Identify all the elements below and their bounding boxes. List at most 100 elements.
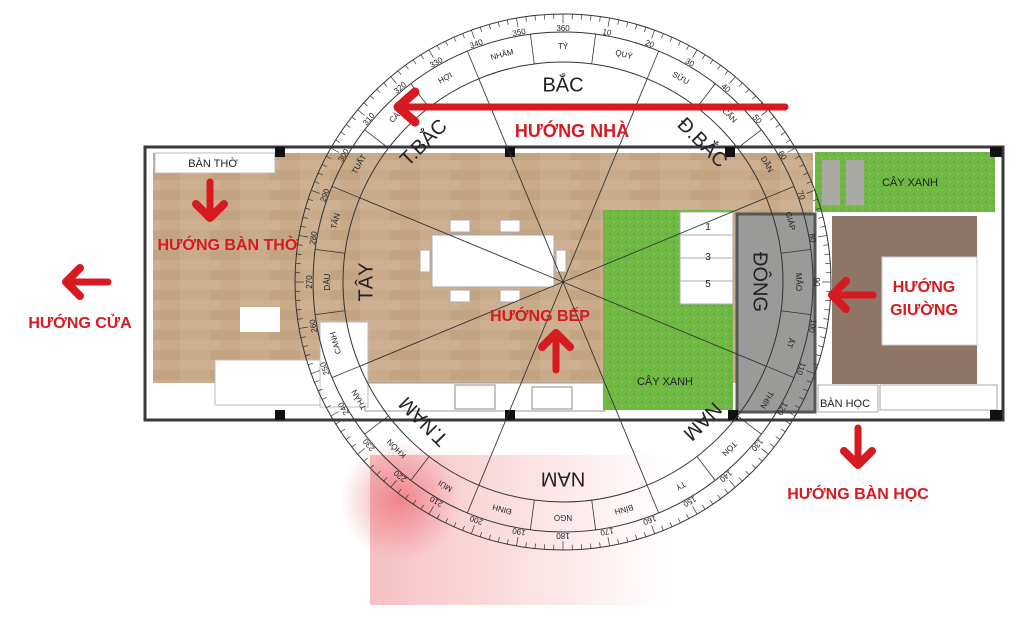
- wardrobe: [879, 384, 998, 411]
- direction-divider: [478, 281, 564, 486]
- bed: [881, 256, 978, 346]
- mountain-divider: [646, 50, 660, 79]
- degree-tick: [724, 489, 729, 494]
- direction-divider: [359, 197, 564, 283]
- mountain-label: TỴ: [673, 479, 687, 492]
- mountain-divider: [364, 415, 389, 435]
- degree-tick: [383, 477, 388, 482]
- degree-tick: [599, 16, 601, 22]
- degree-tick: [799, 164, 805, 168]
- degree-tick: [729, 76, 736, 84]
- degree-tick: [686, 514, 690, 519]
- degree-tick: [626, 21, 629, 27]
- degree-tick: [420, 504, 424, 510]
- degree-tick: [390, 480, 397, 488]
- mountain-divider: [529, 500, 535, 530]
- mountain-label: QUÝ: [614, 48, 634, 61]
- degree-label: 340: [469, 37, 485, 50]
- columns: [275, 147, 1002, 420]
- degree-tick: [321, 396, 327, 400]
- degree-tick: [818, 345, 824, 348]
- degree-tick: [709, 499, 714, 505]
- mountain-divider: [591, 500, 597, 530]
- degree-tick: [824, 309, 830, 311]
- degree-tick: [299, 235, 308, 238]
- degree-label: 180: [556, 531, 570, 540]
- kitchen-direction-label: HƯỚNG BẾP: [490, 306, 590, 325]
- direction-divider: [562, 78, 648, 283]
- mountain-divider: [591, 34, 597, 64]
- degree-tick: [669, 522, 673, 527]
- degree-tick: [785, 139, 791, 143]
- degree-tick: [302, 345, 308, 348]
- degree-tick: [297, 318, 303, 320]
- degree-tick: [479, 27, 483, 32]
- degree-tick: [428, 506, 434, 515]
- mountain-divider: [364, 129, 389, 149]
- degree-tick: [335, 421, 341, 425]
- bed-direction-label-line2: GIƯỜNG: [890, 300, 958, 319]
- degree-tick: [397, 70, 402, 75]
- degree-label: 190: [511, 526, 526, 537]
- degree-tick: [357, 109, 365, 116]
- degree-tick: [686, 45, 690, 50]
- mountain-divider: [766, 365, 795, 379]
- stair-step-label: 1: [705, 222, 711, 233]
- direction-label: BẮC: [542, 72, 583, 96]
- mountain-divider: [781, 248, 811, 254]
- degree-tick: [758, 457, 763, 462]
- degree-label: 70: [795, 190, 807, 202]
- degree-tick: [357, 448, 365, 455]
- degree-tick: [351, 116, 356, 121]
- house-direction-label: HƯỚNG NHÀ: [515, 120, 629, 141]
- house-direction-arrow: [393, 87, 789, 127]
- direction-label: ĐÔNG: [749, 252, 772, 312]
- degree-tick: [677, 40, 681, 46]
- bed-direction-arrow: [828, 277, 877, 313]
- degree-tick: [405, 494, 409, 500]
- degree-tick: [607, 537, 610, 546]
- degree-tick: [412, 499, 417, 505]
- degree-tick: [326, 155, 331, 159]
- mountain-label: HỢI: [437, 71, 454, 86]
- degree-tick: [780, 131, 786, 136]
- degree-tick: [806, 181, 812, 184]
- degree-tick: [813, 362, 818, 366]
- degree-tick: [479, 532, 483, 537]
- degree-tick: [787, 147, 796, 153]
- degree-tick: [738, 477, 743, 482]
- stove: [531, 386, 573, 410]
- mountain-label: ẤT: [785, 337, 797, 350]
- degree-tick: [692, 49, 698, 58]
- degree-tick: [806, 380, 812, 383]
- degree-label: 160: [641, 514, 657, 527]
- degree-tick: [383, 82, 388, 87]
- paver: [846, 160, 864, 205]
- mountain-label: NGỌ: [554, 513, 572, 522]
- degree-tick: [471, 525, 475, 534]
- altar-direction-arrow: [192, 178, 228, 222]
- altar-table: [154, 152, 276, 174]
- degree-tick: [340, 428, 346, 433]
- degree-tick: [806, 190, 815, 194]
- degree-tick: [692, 506, 698, 515]
- degree-tick: [376, 88, 381, 94]
- degree-tick: [815, 207, 821, 210]
- desk-direction-label: HƯỚNG BÀN HỌC: [787, 484, 929, 503]
- degree-tick: [345, 436, 351, 440]
- degree-tick: [635, 24, 638, 30]
- paver: [822, 160, 840, 205]
- degree-label: 100: [807, 319, 818, 334]
- degree-tick: [717, 64, 721, 70]
- degree-tick: [305, 354, 311, 357]
- degree-tick: [516, 18, 519, 27]
- degree-tick: [345, 124, 351, 128]
- degree-tick: [506, 19, 509, 25]
- mountain-divider: [781, 310, 811, 316]
- degree-tick: [488, 534, 491, 540]
- degree-tick: [308, 362, 313, 366]
- mountain-label: TÂN: [329, 212, 342, 230]
- degree-tick: [751, 95, 757, 100]
- compass-ring: [312, 31, 814, 533]
